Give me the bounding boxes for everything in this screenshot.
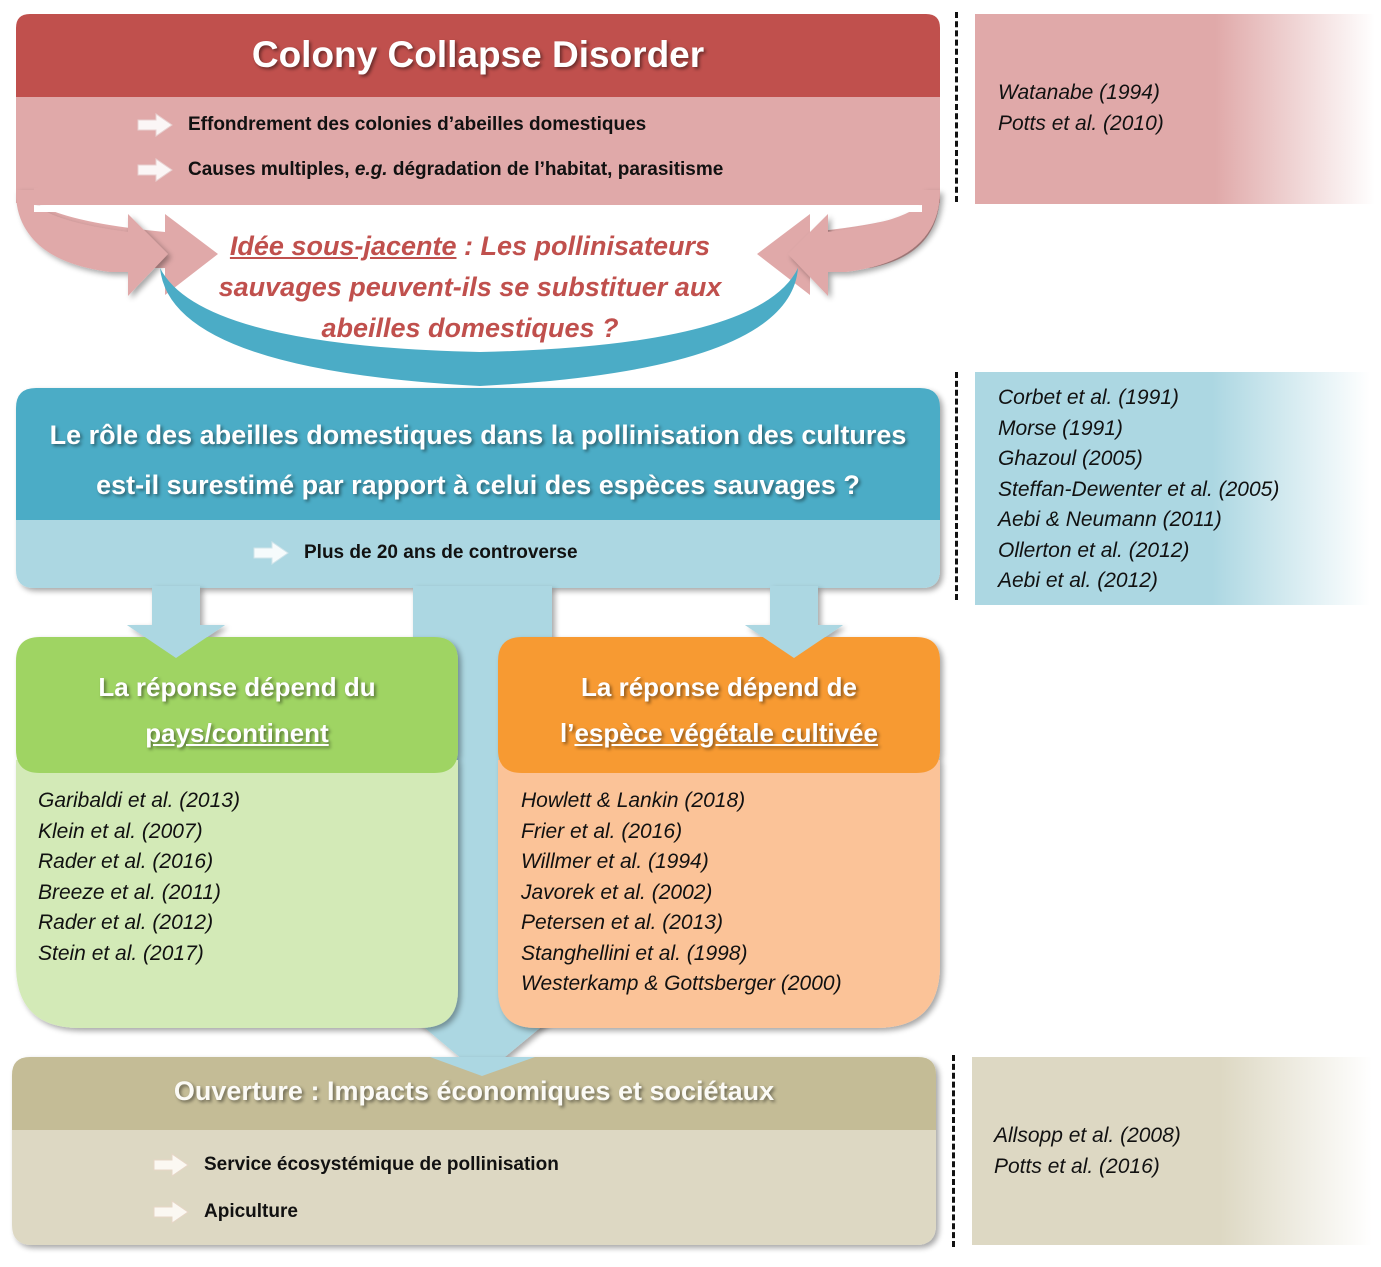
opening-separator <box>952 1055 955 1247</box>
citation: Corbet et al. (1991) <box>998 386 1179 409</box>
citation: Ghazoul (2005) <box>998 447 1143 470</box>
arrow-right-icon <box>137 158 173 182</box>
opening-title: Ouverture : Impacts économiques et socié… <box>173 1076 775 1106</box>
citation: Petersen et al. (2013) <box>521 911 723 934</box>
citation: Klein et al. (2007) <box>38 819 203 843</box>
citation: Aebi & Neumann (2011) <box>998 508 1222 531</box>
citation: Breeze et al. (2011) <box>38 880 221 904</box>
country-block <box>16 637 458 1028</box>
role-bullet-text: Plus de 20 ans de controverse <box>304 542 578 563</box>
role-citations: Corbet et al. (1991) Morse (1991) Ghazou… <box>998 383 1279 597</box>
role-bullet: Plus de 20 ans de controverse <box>252 540 578 566</box>
citation: Rader et al. (2016) <box>38 850 214 873</box>
ccd-bullet-2-text: Causes multiples, e.g. dégradation de l’… <box>188 159 724 180</box>
citation: Rader et al. (2012) <box>38 911 214 934</box>
citation: Steffan-Dewenter et al. (2005) <box>998 477 1280 501</box>
role-separator <box>955 372 958 600</box>
curved-arrow-left <box>16 190 168 296</box>
species-citations: Howlett & Lankin (2018) Frier et al. (20… <box>521 786 842 1000</box>
role-citation-panel <box>975 372 1370 605</box>
citation: Ollerton et al. (2012) <box>998 538 1190 562</box>
country-header <box>16 637 458 773</box>
underlying-idea-label: Idée sous-jacente <box>229 231 457 261</box>
ccd-title: Colony Collapse Disorder <box>251 34 705 75</box>
country-citations: Garibaldi et al. (2013) Klein et al. (20… <box>38 786 240 969</box>
citation: Potts et al. (2016) <box>994 1154 1160 1178</box>
opening-citation-panel <box>972 1057 1372 1245</box>
species-header <box>498 637 940 773</box>
citation: Morse (1991) <box>998 416 1123 440</box>
opening-header <box>12 1057 936 1130</box>
citation: Stanghellini et al. (1998) <box>521 941 748 965</box>
arrow-right-icon <box>137 113 173 137</box>
ccd-citation-panel <box>975 14 1375 204</box>
role-title: Le rôle des abeilles domestiques dans la… <box>49 420 907 500</box>
opening-bullet-2-text: Apiculture <box>204 1201 298 1222</box>
ccd-separator <box>955 12 958 202</box>
question-bowl <box>160 268 798 386</box>
opening-citations: Allsopp et al. (2008) Potts et al. (2016… <box>994 1121 1181 1182</box>
curved-arrow-right <box>788 190 940 296</box>
citation: Stein et al. (2017) <box>38 941 204 965</box>
species-title: La réponse dépend de l’espèce végétale c… <box>560 672 878 748</box>
citation: Potts et al. (2010) <box>998 111 1164 135</box>
ccd-bullet-2: Causes multiples, e.g. dégradation de l’… <box>136 157 723 183</box>
opening-bullet-1-text: Service écosystémique de pollinisation <box>204 1154 559 1175</box>
ccd-bullet-1-text: Effondrement des colonies d’abeilles dom… <box>188 114 647 135</box>
ccd-block <box>16 14 940 295</box>
citation: Willmer et al. (1994) <box>521 850 709 873</box>
citation: Westerkamp & Gottsberger (2000) <box>521 972 842 995</box>
opening-bullet-2: Apiculture <box>152 1199 298 1225</box>
citation: Watanabe (1994) <box>998 81 1160 104</box>
citation: Javorek et al. (2002) <box>521 880 713 904</box>
species-block <box>498 637 940 1028</box>
country-title: La réponse dépend du pays/continent <box>98 672 376 748</box>
arrow-right-icon <box>153 1200 189 1224</box>
underlying-question: Idée sous-jacente : Les pollinisateurs s… <box>218 231 722 343</box>
citation: Allsopp et al. (2008) <box>994 1124 1181 1147</box>
citation: Garibaldi et al. (2013) <box>38 789 240 812</box>
arrow-right-icon <box>253 541 289 565</box>
ccd-bullet-1: Effondrement des colonies d’abeilles dom… <box>136 112 646 138</box>
citation: Frier et al. (2016) <box>521 819 683 843</box>
opening-bullet-1: Service écosystémique de pollinisation <box>152 1152 559 1178</box>
arrow-right-icon <box>153 1153 189 1177</box>
ccd-header <box>16 14 940 97</box>
role-header <box>16 388 940 520</box>
role-block <box>16 388 940 588</box>
ccd-citations: Watanabe (1994) Potts et al. (2010) <box>998 78 1164 139</box>
citation: Aebi et al. (2012) <box>998 569 1158 592</box>
opening-block <box>12 1057 936 1245</box>
citation: Howlett & Lankin (2018) <box>521 789 746 812</box>
